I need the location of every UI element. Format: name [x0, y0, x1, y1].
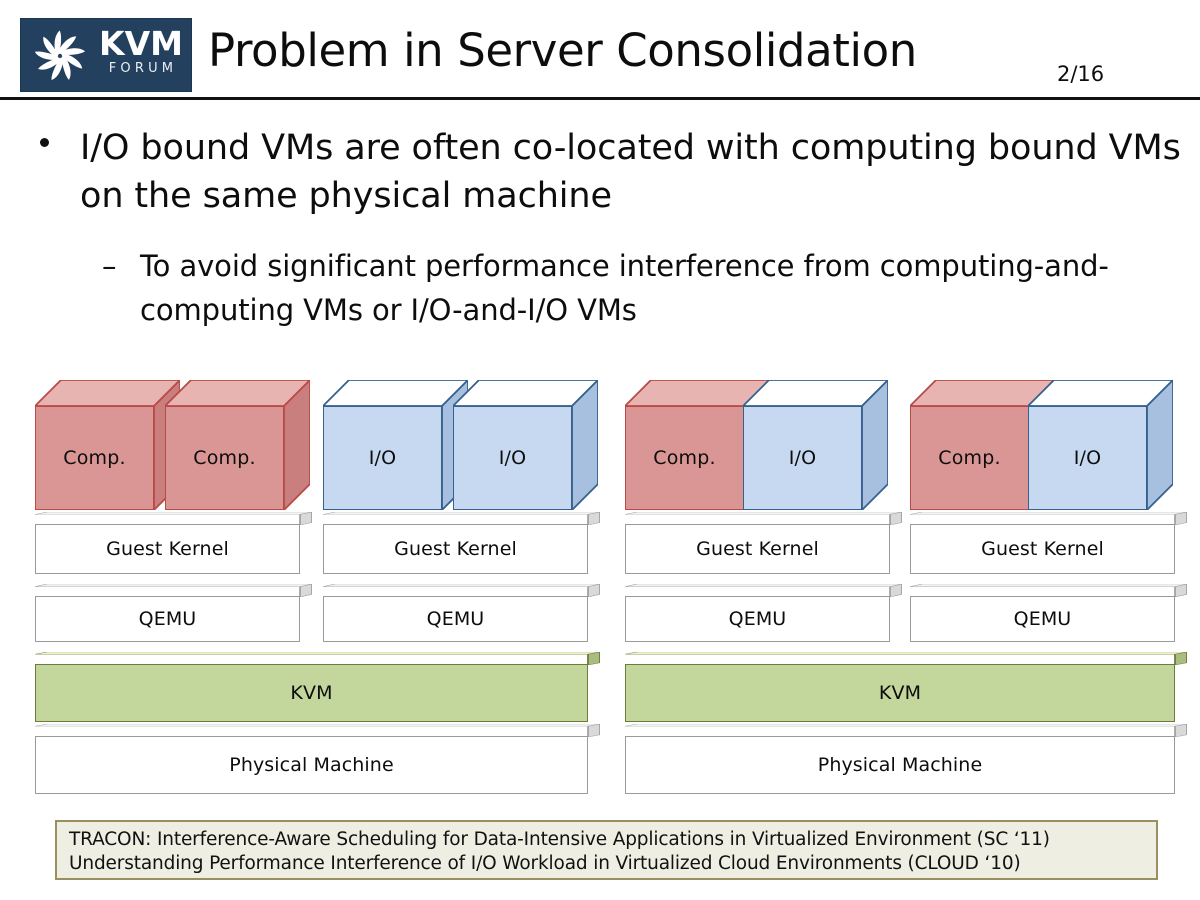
- qemu-face: QEMU: [323, 596, 588, 642]
- physical-machine-label: Physical Machine: [229, 754, 394, 776]
- kvm-face: KVM: [625, 664, 1175, 722]
- slab-3d-shading: [35, 724, 600, 737]
- architecture-diagram: Comp. Comp. I/O I/O: [0, 372, 1200, 812]
- guest-kernel-face: Guest Kernel: [625, 524, 890, 574]
- bullet-level-1-text: I/O bound VMs are often co-located with …: [80, 128, 1181, 216]
- guest-kernel-face: Guest Kernel: [910, 524, 1175, 574]
- vm-cube-label: Comp.: [938, 447, 1001, 469]
- vm-cube-label: I/O: [498, 447, 527, 469]
- page-title: Problem in Server Consolidation: [208, 24, 917, 77]
- kvm-label: KVM: [290, 682, 333, 704]
- kvm-face: KVM: [35, 664, 588, 722]
- logo-wordmark: KVM FORUM: [93, 27, 189, 85]
- qemu-label: QEMU: [426, 608, 485, 630]
- vm-cube-label: I/O: [1073, 447, 1102, 469]
- bullet-level-1: I/O bound VMs are often co-located with …: [32, 124, 1182, 220]
- guest-kernel-slab-4: Guest Kernel: [910, 512, 1187, 574]
- vm-cube-face: I/O: [743, 406, 862, 510]
- vm-cube-1a: Comp.: [35, 380, 180, 510]
- citation-line-2: Understanding Performance Interference o…: [69, 853, 1021, 874]
- physical-machine-face: Physical Machine: [625, 736, 1175, 794]
- slab-3d-shading: [625, 724, 1187, 737]
- qemu-face: QEMU: [625, 596, 890, 642]
- slab-3d-shading: [35, 652, 600, 665]
- bullet-dot-icon: [40, 138, 49, 147]
- logo-primary-text: KVM: [99, 24, 183, 63]
- physical-machine-slab-2: Physical Machine: [625, 724, 1187, 794]
- header-divider: [0, 97, 1200, 100]
- slab-3d-shading: [35, 512, 312, 525]
- qemu-label: QEMU: [728, 608, 787, 630]
- physical-machine-face: Physical Machine: [35, 736, 588, 794]
- bullet-level-2: – To avoid significant performance inter…: [96, 244, 1186, 332]
- guest-kernel-slab-2: Guest Kernel: [323, 512, 600, 574]
- vm-cube-face: I/O: [323, 406, 442, 510]
- slide-header: KVM FORUM Problem in Server Consolidatio…: [0, 0, 1200, 100]
- guest-kernel-label: Guest Kernel: [981, 538, 1104, 560]
- vm-cube-2b: I/O: [453, 380, 598, 510]
- citation-line-1: TRACON: Interference-Aware Scheduling fo…: [69, 829, 1050, 850]
- slab-3d-shading: [625, 652, 1187, 665]
- vm-cube-face: Comp.: [625, 406, 744, 510]
- slab-3d-shading: [625, 584, 902, 597]
- vm-cube-face: Comp.: [35, 406, 154, 510]
- qemu-slab-2: QEMU: [323, 584, 600, 642]
- guest-kernel-label: Guest Kernel: [394, 538, 517, 560]
- guest-kernel-label: Guest Kernel: [106, 538, 229, 560]
- vm-cube-3b: I/O: [743, 380, 888, 510]
- kvm-slab-2: KVM: [625, 652, 1187, 722]
- qemu-label: QEMU: [138, 608, 197, 630]
- slab-3d-shading: [910, 584, 1187, 597]
- qemu-label: QEMU: [1013, 608, 1072, 630]
- dash-mark-icon: –: [102, 249, 117, 283]
- guest-kernel-face: Guest Kernel: [323, 524, 588, 574]
- slab-3d-shading: [35, 584, 312, 597]
- page-number: 2/16: [1057, 62, 1105, 86]
- vm-cube-label: Comp.: [193, 447, 256, 469]
- physical-machine-label: Physical Machine: [817, 754, 983, 776]
- guest-kernel-slab-1: Guest Kernel: [35, 512, 312, 574]
- vm-cube-2a: I/O: [323, 380, 468, 510]
- vm-cube-1b: Comp.: [165, 380, 310, 510]
- vm-cube-face: I/O: [453, 406, 572, 510]
- guest-kernel-slab-3: Guest Kernel: [625, 512, 902, 574]
- slab-3d-shading: [625, 512, 902, 525]
- slab-3d-shading: [323, 512, 600, 525]
- pinwheel-icon: [34, 30, 86, 81]
- qemu-face: QEMU: [910, 596, 1175, 642]
- vm-cube-label: I/O: [368, 447, 397, 469]
- slab-3d-shading: [910, 512, 1187, 525]
- vm-cube-label: Comp.: [63, 447, 126, 469]
- physical-machine-slab-1: Physical Machine: [35, 724, 600, 794]
- guest-kernel-face: Guest Kernel: [35, 524, 300, 574]
- kvm-label: KVM: [878, 682, 922, 704]
- vm-cube-face: Comp.: [910, 406, 1029, 510]
- qemu-slab-3: QEMU: [625, 584, 902, 642]
- vm-cube-face: I/O: [1028, 406, 1147, 510]
- slab-3d-shading: [323, 584, 600, 597]
- qemu-slab-1: QEMU: [35, 584, 312, 642]
- guest-kernel-label: Guest Kernel: [696, 538, 819, 560]
- kvm-slab-1: KVM: [35, 652, 600, 722]
- vm-cube-label: I/O: [788, 447, 817, 469]
- vm-cube-label: Comp.: [653, 447, 716, 469]
- qemu-face: QEMU: [35, 596, 300, 642]
- bullet-level-2-text: To avoid significant performance interfe…: [140, 249, 1109, 327]
- vm-cube-face: Comp.: [165, 406, 284, 510]
- citation-box: TRACON: Interference-Aware Scheduling fo…: [55, 820, 1158, 880]
- qemu-slab-4: QEMU: [910, 584, 1187, 642]
- kvm-forum-logo: KVM FORUM: [20, 18, 192, 92]
- logo-secondary-text: FORUM: [108, 61, 178, 76]
- vm-cube-4b: I/O: [1028, 380, 1173, 510]
